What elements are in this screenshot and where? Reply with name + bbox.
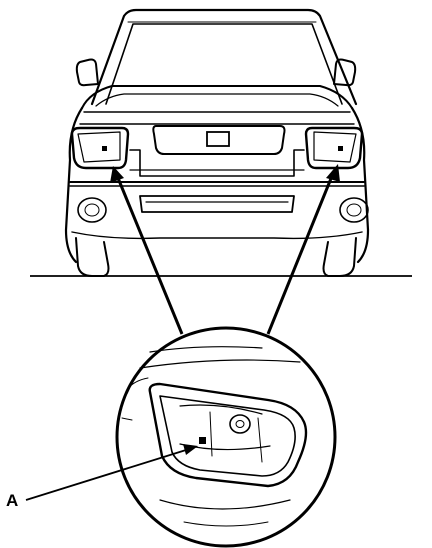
detail-headlight-housing	[148, 382, 308, 488]
arrowhead-left	[110, 166, 124, 183]
right-headlight	[304, 126, 364, 170]
arrowhead-right	[326, 164, 340, 182]
hood	[81, 85, 353, 109]
right-headlight-aim-adjuster	[338, 146, 343, 151]
right-mirror	[333, 58, 357, 87]
callout-a	[25, 444, 198, 501]
roof-outline	[90, 8, 358, 106]
callout-a-arrowhead	[183, 444, 198, 455]
right-tire	[322, 237, 357, 277]
lower-intake	[139, 195, 295, 213]
body-left-side	[64, 106, 84, 264]
grille-emblem	[206, 131, 230, 147]
left-headlight-aim-adjuster	[102, 146, 107, 151]
detail-magnifier	[115, 326, 337, 548]
detail-aim-adjuster	[199, 437, 206, 444]
callout-a-leader	[25, 449, 187, 501]
magnifier-circle	[115, 326, 337, 548]
pointer-arrows	[110, 164, 340, 335]
callout-a-label: A	[6, 491, 19, 510]
left-fog-light	[77, 197, 107, 223]
body-right-side	[350, 106, 370, 264]
grille	[152, 125, 286, 155]
arrow-to-right-headlight	[266, 175, 334, 335]
vehicle-front-view	[30, 8, 412, 277]
left-headlight	[70, 126, 130, 170]
detail-bulb-ring	[229, 414, 251, 434]
windshield-inner	[105, 23, 343, 105]
arrow-to-left-headlight	[116, 177, 184, 335]
right-fog-light	[339, 197, 369, 223]
left-tire	[75, 237, 110, 277]
left-mirror	[75, 58, 99, 87]
